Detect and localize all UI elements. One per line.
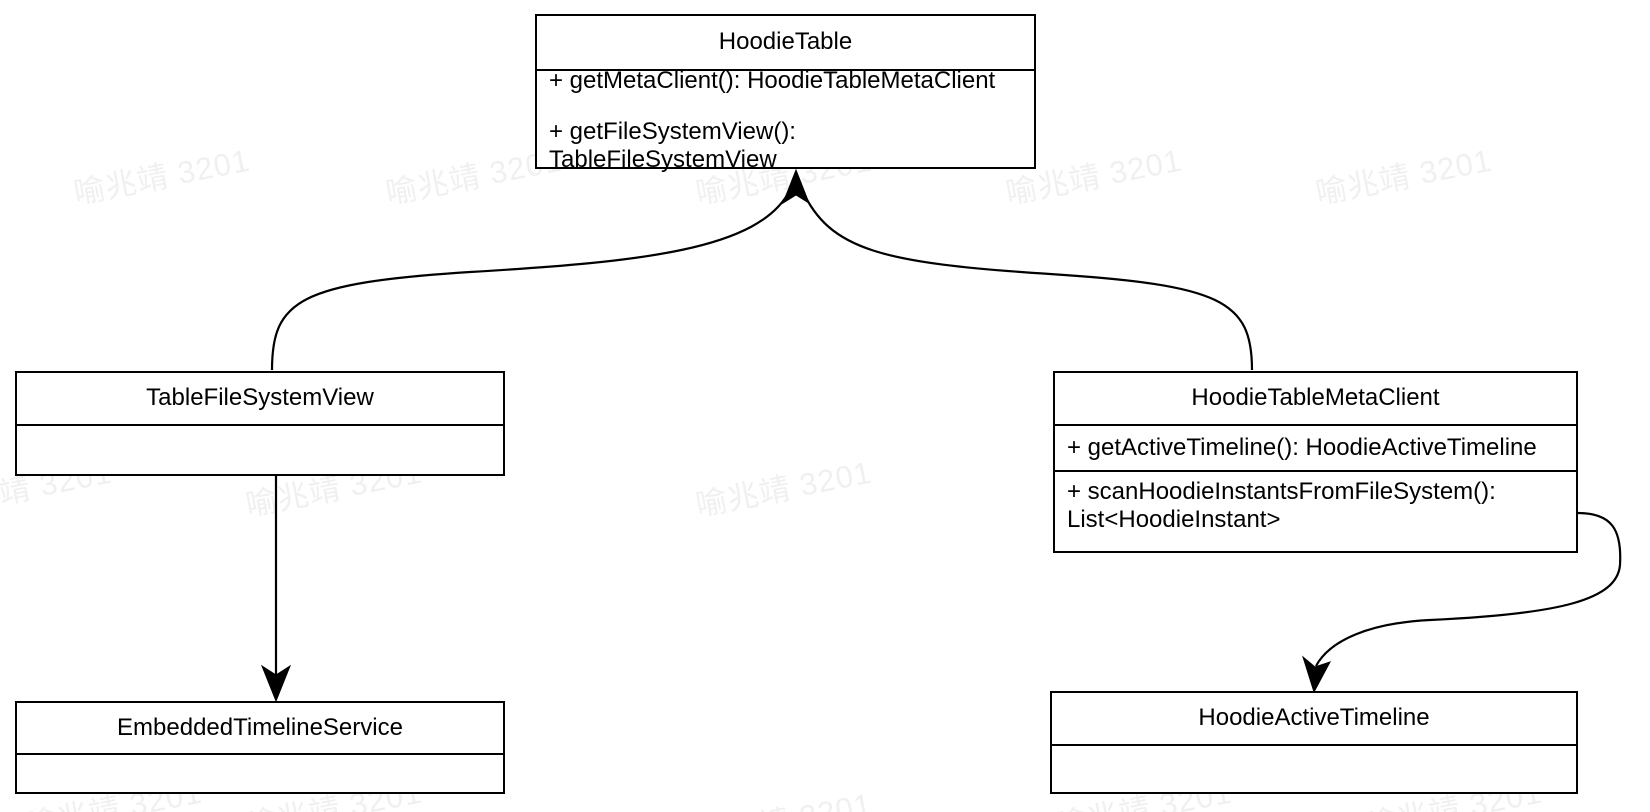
class-box-embedded-timeline-service[interactable]: EmbeddedTimelineService bbox=[15, 701, 505, 794]
class-name: EmbeddedTimelineService bbox=[117, 713, 403, 741]
class-name: HoodieTable bbox=[718, 28, 853, 56]
arrowhead-icon bbox=[260, 664, 292, 703]
class-name: HoodieActiveTimeline bbox=[1198, 704, 1430, 732]
arrowhead-icon bbox=[781, 168, 811, 205]
class-member: + getActiveTimeline(): HoodieActiveTimel… bbox=[1067, 434, 1537, 462]
edge-metaclient-to-hoodietable bbox=[801, 189, 1254, 371]
class-box-hoodie-table-meta-client[interactable]: HoodieTableMetaClient + getActiveTimelin… bbox=[1053, 371, 1578, 553]
class-box-hoodie-active-timeline[interactable]: HoodieActiveTimeline bbox=[1050, 691, 1578, 794]
class-box-table-file-system-view[interactable]: TableFileSystemView bbox=[15, 371, 505, 476]
class-name: HoodieTableMetaClient bbox=[1191, 384, 1440, 412]
class-members-empty bbox=[17, 753, 503, 794]
edge-tfsv-to-hoodietable bbox=[270, 168, 811, 371]
class-members: + scanHoodieInstantsFromFileSystem(): Li… bbox=[1055, 470, 1576, 551]
arrowhead-icon bbox=[1302, 655, 1332, 694]
class-member: + scanHoodieInstantsFromFileSystem(): Li… bbox=[1067, 478, 1496, 533]
class-box-hoodie-table[interactable]: HoodieTable + getMetaClient(): HoodieTab… bbox=[535, 14, 1036, 173]
edge-line bbox=[1315, 511, 1622, 667]
class-name: TableFileSystemView bbox=[146, 384, 374, 412]
class-members: + getActiveTimeline(): HoodieActiveTimel… bbox=[1055, 424, 1576, 470]
edge-line bbox=[270, 189, 791, 371]
edge-line bbox=[801, 189, 1254, 371]
class-member: + getMetaClient(): HoodieTableMetaClient bbox=[549, 66, 996, 94]
class-members-empty bbox=[1052, 744, 1576, 796]
class-members: + getMetaClient(): HoodieTableMetaClient… bbox=[537, 66, 1034, 173]
edge-metaclient-to-activetimeline bbox=[1302, 511, 1622, 694]
edge-tfsv-to-embedded bbox=[260, 476, 292, 703]
class-members-empty bbox=[17, 424, 503, 476]
class-member: + getFileSystemView(): TableFileSystemVi… bbox=[549, 118, 796, 173]
